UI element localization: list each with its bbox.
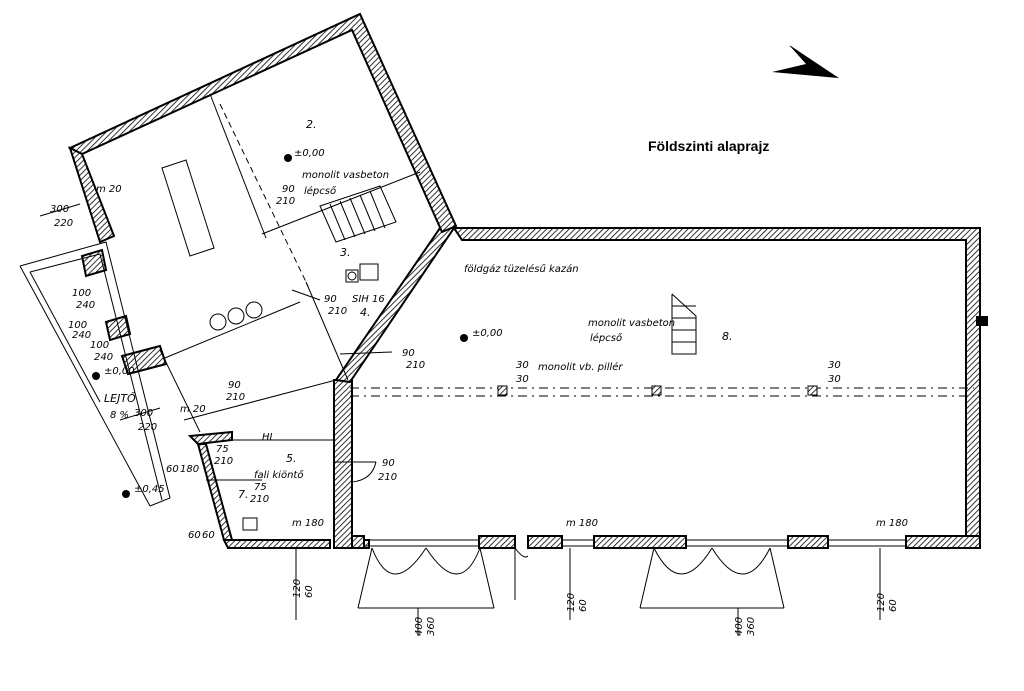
dim-90-e: 90: [382, 458, 395, 469]
north-arrow-icon: [772, 45, 839, 79]
page-title: Földszinti alaprajz: [648, 138, 770, 154]
hall-left-wall: [333, 379, 353, 549]
left-outer-wall: [68, 146, 116, 244]
dim-240-c: 240: [94, 352, 113, 363]
hall-walls: [351, 227, 988, 549]
hi-label: HI: [262, 432, 273, 443]
stair-upper: [319, 185, 397, 243]
ramp-label: LEJTŐ: [104, 391, 136, 405]
level-marker-2: ±0,00: [460, 328, 503, 342]
stair-label-2: monolit vasbeton: [588, 318, 675, 329]
room-8-label: 8.: [722, 330, 733, 343]
svg-text:±0,00: ±0,00: [294, 148, 325, 159]
sih-label: SIH 16: [352, 294, 385, 305]
entrance-walls: [19, 241, 201, 507]
svg-text:360: 360: [746, 617, 757, 636]
dim-90-b: 90: [324, 294, 337, 305]
dimension-lines: [39, 203, 881, 636]
stair-hall: [671, 293, 697, 355]
room-4-label: 4.: [360, 306, 371, 319]
dim-100-c: 100: [90, 340, 109, 351]
level-marker-1: ±0,00: [284, 148, 325, 162]
equipment: [161, 159, 379, 331]
room-5-label: 5.: [286, 452, 297, 465]
dim-100-b: 100: [68, 320, 87, 331]
lower-left-block: [187, 430, 334, 549]
room-3-label: 3.: [340, 246, 351, 259]
svg-text:60: 60: [304, 585, 315, 598]
dim-210-d: 210: [226, 392, 245, 403]
doors: [291, 289, 785, 609]
svg-text:±0,45: ±0,45: [134, 484, 165, 495]
dim-210-b: 210: [328, 306, 347, 317]
vertical-dims: 120 60 120 60 120 60 400 360 400 360: [292, 579, 899, 636]
dim-m180-a: m 180: [292, 518, 324, 529]
svg-text:120: 120: [292, 579, 303, 598]
dim-210-e: 210: [378, 472, 397, 483]
dim-30-a-top: 30: [516, 360, 529, 371]
dim-75-210b-top: 75: [254, 482, 267, 493]
dim-60-180-top: 60: [166, 464, 179, 475]
dim-90-a: 90: [282, 184, 295, 195]
dim-75-210-bot: 210: [214, 456, 233, 467]
dim-220-b: 220: [138, 422, 157, 433]
dim-m20-a: m 20: [96, 184, 122, 195]
pillar-label: monolit vb. pillér: [538, 361, 623, 373]
dim-300-a: 300: [50, 204, 69, 215]
upper-building-wall: [67, 12, 458, 234]
stair-label-2b: lépcső: [590, 332, 623, 344]
room-2-label: 2.: [306, 118, 317, 131]
level-marker-4: ±0,45: [122, 484, 165, 498]
svg-text:120: 120: [566, 593, 577, 612]
dim-60-60-bot: 60: [202, 530, 215, 541]
dim-240-a: 240: [76, 300, 95, 311]
svg-text:360: 360: [426, 617, 437, 636]
stair-label-1: monolit vasbeton: [302, 170, 389, 181]
dim-30-b-top: 30: [828, 360, 841, 371]
svg-text:60: 60: [578, 599, 589, 612]
dim-240-b: 240: [72, 330, 91, 341]
svg-text:±0,00: ±0,00: [104, 366, 135, 377]
dim-30-a-bot: 30: [516, 374, 529, 385]
svg-text:400: 400: [414, 617, 425, 636]
stair-label-1b: lépcső: [304, 185, 337, 197]
dim-90-c: 90: [402, 348, 415, 359]
dim-100-a: 100: [72, 288, 91, 299]
dim-75-210-top: 75: [216, 444, 229, 455]
dim-m20-b: m 20: [180, 404, 206, 415]
dim-60-180-bot: 180: [180, 464, 199, 475]
level-marker-3: ±0,00: [92, 366, 135, 380]
boiler-label: földgáz tüzelésű kazán: [464, 263, 579, 275]
dim-300-b: 300: [134, 408, 153, 419]
dim-m180-b: m 180: [566, 518, 598, 529]
dim-90-d: 90: [228, 380, 241, 391]
dim-210-a: 210: [276, 196, 295, 207]
dim-m180-c: m 180: [876, 518, 908, 529]
svg-text:60: 60: [888, 599, 899, 612]
interior-walls: [159, 93, 421, 421]
svg-text:120: 120: [876, 593, 887, 612]
room-7-label: 7.: [238, 488, 249, 501]
ramp-pct: 8 %: [110, 410, 129, 421]
pillars: [497, 385, 818, 396]
diagonal-wall: [334, 227, 456, 384]
svg-text:400: 400: [734, 617, 745, 636]
dim-30-b-bot: 30: [828, 374, 841, 385]
dim-220-a: 220: [54, 218, 73, 229]
basin-label: fali kiöntő: [254, 469, 304, 481]
dim-210-c: 210: [406, 360, 425, 371]
dim-60-60-top: 60: [188, 530, 201, 541]
svg-text:±0,00: ±0,00: [472, 328, 503, 339]
dim-75-210b-bot: 210: [250, 494, 269, 505]
